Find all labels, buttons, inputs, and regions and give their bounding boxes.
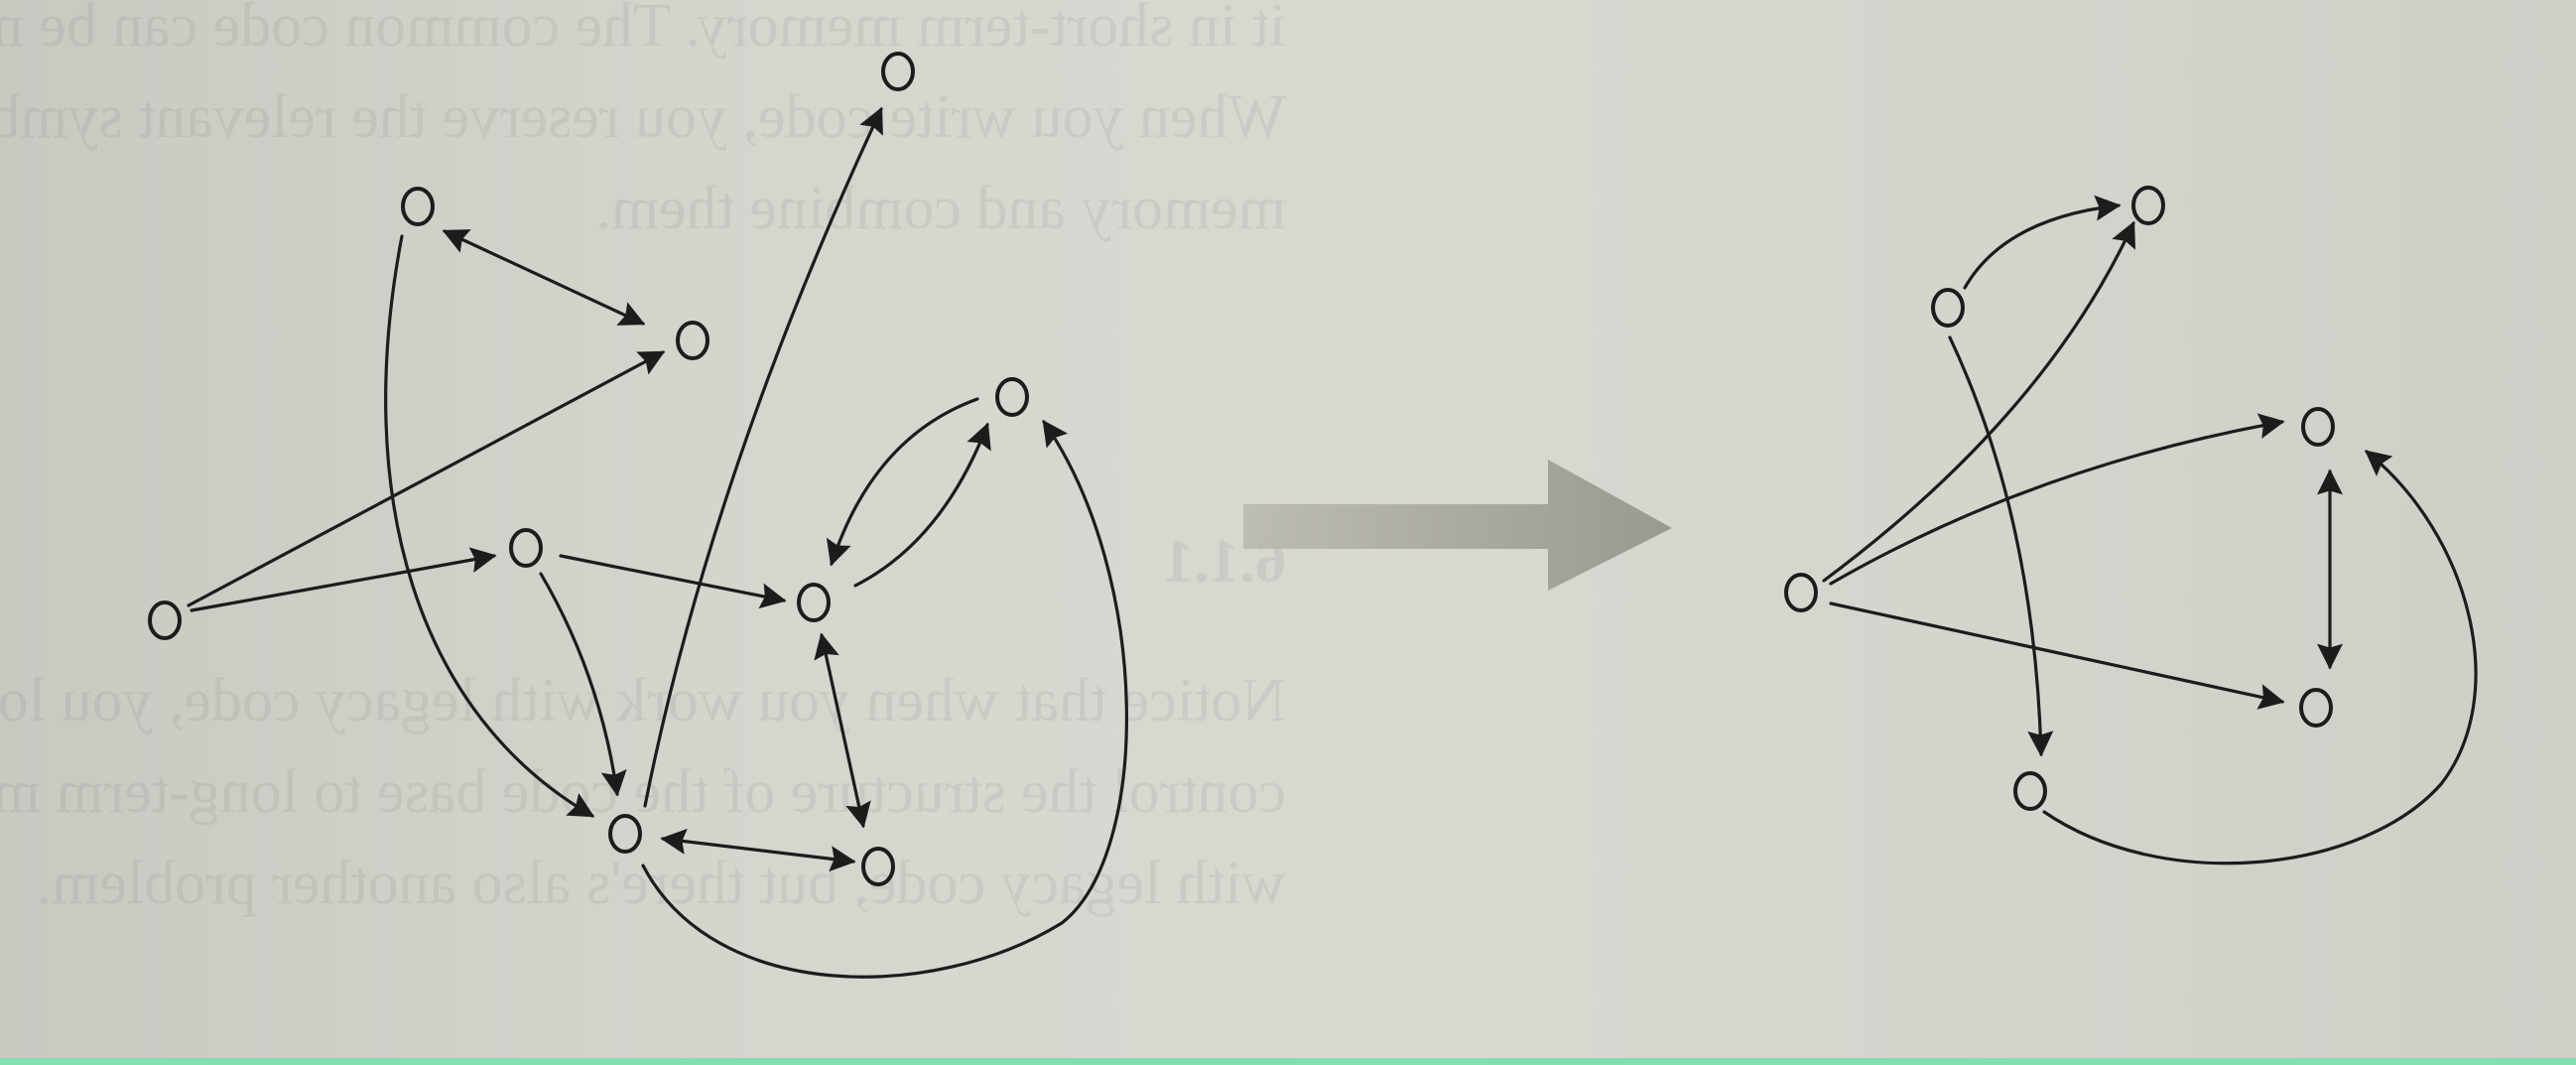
edge	[2042, 450, 2478, 865]
edge	[442, 229, 646, 326]
edge	[1829, 601, 2285, 710]
edge	[1822, 220, 2135, 583]
right-arrow-icon	[1243, 460, 1672, 591]
edge	[559, 554, 787, 609]
graph-node	[401, 187, 435, 226]
bottom-edge-strip	[0, 1058, 2576, 1065]
edge	[641, 419, 1129, 979]
right-graph	[1784, 186, 2478, 865]
graph-node	[676, 321, 709, 360]
graph-node	[995, 377, 1029, 417]
edge	[190, 547, 497, 612]
graph-node	[2299, 688, 2333, 728]
edge	[853, 422, 991, 588]
left-graph-edges	[187, 106, 1129, 979]
graph-node	[608, 814, 642, 854]
graph-node	[797, 583, 831, 622]
right-graph-nodes	[1784, 186, 2335, 811]
edge	[1829, 413, 2285, 586]
left-graph	[148, 52, 1129, 979]
graph-node	[2301, 407, 2335, 447]
graph-node	[148, 600, 182, 640]
right-graph-edges	[1822, 195, 2478, 865]
edge	[660, 828, 856, 872]
graph-node	[881, 52, 915, 91]
edge	[814, 632, 871, 829]
graph-node	[509, 528, 543, 568]
edge	[826, 397, 979, 567]
graph-node	[861, 847, 895, 886]
edge	[384, 234, 595, 818]
edge	[1948, 335, 2054, 757]
edge	[643, 106, 883, 808]
graph-node	[2131, 186, 2165, 225]
edge	[539, 572, 627, 797]
graph-node	[1931, 288, 1965, 328]
left-graph-nodes	[148, 52, 1029, 886]
edge	[1963, 195, 2122, 290]
edge	[187, 350, 666, 607]
graph-node	[2013, 771, 2047, 811]
graph-node	[1784, 573, 1818, 612]
